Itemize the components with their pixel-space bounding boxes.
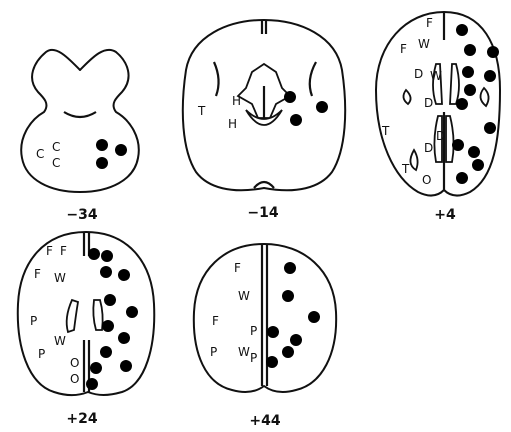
region-label: P <box>250 351 257 365</box>
lesion-dot <box>104 294 116 306</box>
lesion-dot <box>100 346 112 358</box>
region-label: W <box>418 37 430 51</box>
region-label: C <box>36 147 44 161</box>
region-label: C <box>52 140 60 154</box>
slice-caption: +44 <box>249 413 280 429</box>
lesion-dot <box>468 146 480 158</box>
region-label: F <box>234 261 241 275</box>
region-label: F <box>34 267 41 281</box>
region-label: T <box>401 162 410 176</box>
lesion-dot <box>462 66 474 78</box>
region-label: D <box>436 129 445 143</box>
slice-minus-14: T H H −14 <box>183 20 345 221</box>
region-label: T <box>381 124 390 138</box>
lesion-dot <box>284 262 296 274</box>
slice-plus-44: F W F P P W P +44 <box>194 244 336 429</box>
lesion-dot <box>316 101 328 113</box>
region-label: T <box>197 104 206 118</box>
region-label: H <box>228 117 237 131</box>
lesion-dot <box>484 70 496 82</box>
lesion-dot <box>88 248 100 260</box>
region-label: P <box>210 345 217 359</box>
lesion-dot <box>456 98 468 110</box>
lesion-dot <box>118 269 130 281</box>
lesion-dot <box>484 122 496 134</box>
lesion-dot <box>96 139 108 151</box>
slice-caption: +24 <box>66 411 97 427</box>
region-label: P <box>30 314 37 328</box>
region-label: F <box>426 16 433 30</box>
lesion-dot <box>452 139 464 151</box>
lesion-dot <box>487 46 499 58</box>
region-label: F <box>400 42 407 56</box>
slice-outline <box>21 50 139 192</box>
region-label: D <box>424 96 433 110</box>
lesion-dot <box>290 114 302 126</box>
region-label: H <box>232 94 241 108</box>
slice-caption: +4 <box>434 207 456 223</box>
region-label: O <box>70 356 79 370</box>
region-label: P <box>38 347 45 361</box>
lesion-dot <box>90 362 102 374</box>
slice-minus-34: C C C −34 <box>21 50 139 223</box>
ventricle-shape <box>93 300 102 330</box>
region-label: P <box>250 324 257 338</box>
ventricle-shape <box>410 150 417 170</box>
lesion-dot <box>96 157 108 169</box>
lesion-dot <box>308 311 320 323</box>
lesion-dot <box>464 44 476 56</box>
lesion-dot <box>118 332 130 344</box>
lesion-dot <box>282 346 294 358</box>
ventricle-shape <box>450 64 459 104</box>
region-label: D <box>414 67 423 81</box>
region-label: F <box>46 244 53 258</box>
region-label: W <box>54 271 66 285</box>
region-label: W <box>54 334 66 348</box>
lesion-dot <box>290 334 302 346</box>
region-label: W <box>238 345 250 359</box>
slice-plus-24: F F F W P W P O O +24 <box>18 232 154 427</box>
slice-caption: −14 <box>247 205 278 221</box>
lesion-dot <box>100 266 112 278</box>
lesion-dot <box>282 290 294 302</box>
lesion-dot <box>464 84 476 96</box>
slice-caption: −34 <box>66 207 97 223</box>
lesion-dot <box>284 91 296 103</box>
slice-plus-4: F F W D W D D T D T O +4 <box>376 12 500 223</box>
lesion-dot <box>120 360 132 372</box>
region-label: O <box>70 372 79 386</box>
lesion-dot <box>266 356 278 368</box>
lesion-dot <box>102 320 114 332</box>
region-label: F <box>212 314 219 328</box>
lesion-dot <box>101 250 113 262</box>
lesion-dot <box>472 159 484 171</box>
lesion-dot <box>126 306 138 318</box>
lesion-dot <box>86 378 98 390</box>
region-label: C <box>52 156 60 170</box>
region-label: W <box>430 69 442 83</box>
lesion-dot <box>267 326 279 338</box>
region-label: W <box>238 289 250 303</box>
lesion-dot <box>456 172 468 184</box>
region-label: O <box>422 173 431 187</box>
lesion-dot <box>115 144 127 156</box>
lesion-dot <box>456 24 468 36</box>
region-label: D <box>424 141 433 155</box>
region-label: F <box>60 244 67 258</box>
